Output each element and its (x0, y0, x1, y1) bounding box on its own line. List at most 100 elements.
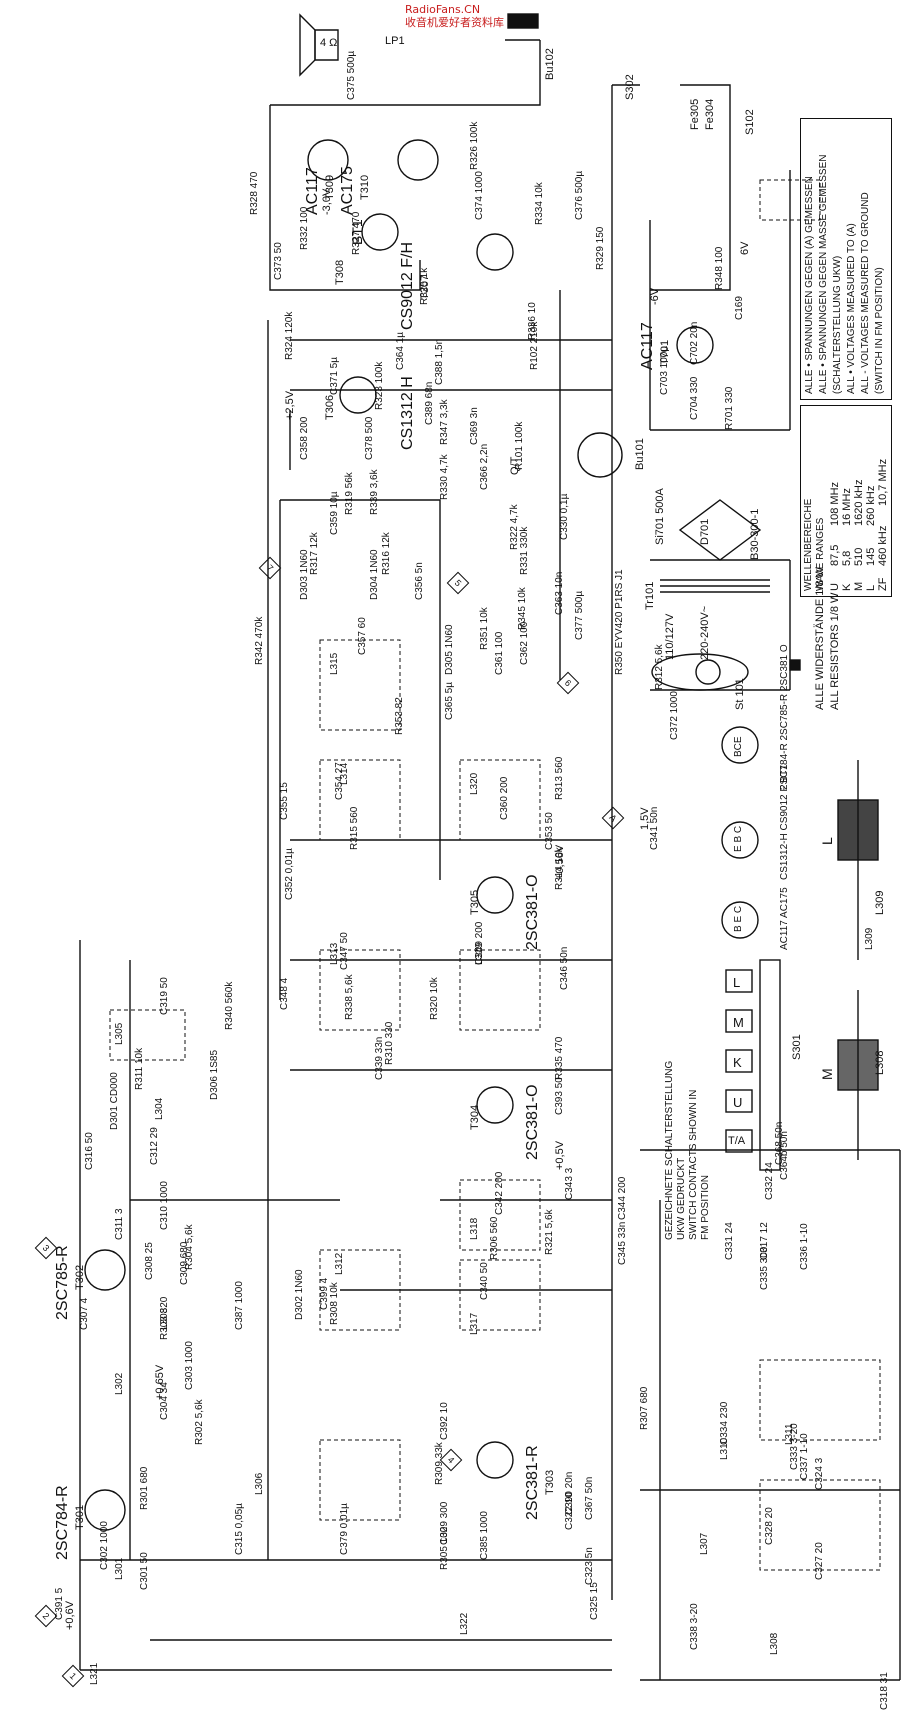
part-label-c307: C307 4 (79, 1297, 90, 1330)
part-label-r334: R334 10k (534, 182, 545, 225)
part-label-r331: R331 330k (519, 526, 530, 575)
part-label-c393: C393 50 (554, 1077, 565, 1115)
coil-label-l306: L306 (254, 1472, 265, 1495)
t307-symbol (476, 233, 514, 271)
part-label-r330: R330 4,7k (439, 454, 450, 500)
part-label-c344: C344 200 (617, 1176, 628, 1220)
part-label-r327: R327 470 (351, 211, 362, 255)
part-label-c312: C312 29 (149, 1127, 160, 1165)
part-label-r315: R315 560 (349, 806, 360, 850)
part-label-r314: R314 10k (554, 847, 565, 890)
key-u[interactable]: U (733, 1095, 743, 1110)
coil-label-l322: L322 (459, 1612, 470, 1635)
t310-symbol (397, 139, 439, 181)
t303-type: 2SC381-R (524, 1445, 541, 1520)
wave-row-m-band: M (853, 581, 865, 591)
part-label-c342: C342 200 (494, 1171, 505, 1215)
part-label-c374: C374 1000 (474, 171, 485, 220)
part-label-r308: R308 10k (329, 1282, 340, 1325)
wave-row-u-hi: 108 MHz (829, 481, 841, 526)
key-m[interactable]: M (733, 1015, 744, 1030)
part-label-c309: C309 680 (179, 1241, 190, 1285)
part-label-d301: D301 CD000 (109, 1072, 120, 1130)
pins-3-types: AC117 AC175 (779, 887, 790, 950)
part-label-c359: C359 10µ (329, 491, 340, 535)
t305-symbol (476, 876, 514, 914)
t309-symbol (307, 139, 349, 181)
part-label-r338: R338 5,6k (344, 974, 355, 1020)
switch-note-en1: SWITCH CONTACTS SHOWN IN (688, 1089, 699, 1240)
key-l[interactable]: L (733, 975, 741, 990)
t303-ref: T303 (544, 1469, 556, 1495)
part-label-r325: R325 1k (419, 267, 430, 305)
coil-label-l307: L307 (699, 1532, 710, 1555)
note-en3: (SWITCH IN FM POSITION) (874, 267, 885, 394)
part-label-r316: R316 12k (381, 532, 392, 575)
part-label-r311: R311 10k (134, 1047, 145, 1090)
part-label-c371: C371 5µ (329, 356, 340, 395)
pin-diagrams (721, 726, 759, 939)
watermark-cn: 收音机爱好者资料库 (405, 15, 504, 29)
key-k[interactable]: K (733, 1055, 742, 1070)
voltage-minus6: -6V (649, 287, 661, 305)
switch-note-de2: UKW GEDRUCKT (676, 1157, 687, 1240)
part-label-c378: C378 500 (364, 416, 375, 460)
part-label-c360: C360 200 (499, 776, 510, 820)
part-label-c318: C318 31 (879, 1672, 890, 1710)
part-label-c345: C345 33n (617, 1221, 628, 1265)
part-label-r317: R317 12k (309, 532, 320, 575)
t306-type: CS1312 H (399, 376, 416, 450)
part-label-c169: C169 (734, 296, 745, 320)
transistor-symbols (84, 139, 714, 1531)
t310-type: AC175 (339, 166, 356, 215)
part-label-c325: C325 15 (589, 1582, 600, 1620)
part-label-c335: C335 300 (759, 1246, 770, 1290)
part-label-r319: R319 56k (344, 472, 355, 515)
wave-row-k-band: K (841, 583, 853, 591)
part-label-c336: C336 1-10 (799, 1223, 810, 1270)
t304-type: 2SC381-O (524, 1084, 541, 1160)
part-label-c308: C308 25 (144, 1242, 155, 1280)
part-label-r329: R329 150 (595, 226, 606, 270)
jack-bu102: Bu102 (544, 48, 556, 80)
part-label-c365: C365 5µ (444, 681, 455, 720)
rect-type: B30-300-1 (749, 508, 761, 560)
pins-2-types: CS1312-H CS9012 F BT1 (779, 764, 790, 880)
part-label-c702: C702 20n (689, 321, 700, 365)
part-label-c385: C385 1000 (479, 1511, 490, 1560)
part-label-c324: C324 3 (814, 1457, 825, 1490)
part-label-r302: R302 5,6k (194, 1399, 205, 1445)
part-label-c387: C387 1000 (234, 1281, 245, 1330)
part-label-c366: C366 2,2n (479, 443, 490, 490)
part-label-c353: C353 50 (544, 812, 555, 850)
t303-symbol (476, 1441, 514, 1479)
switch-s302: S302 (624, 74, 636, 100)
part-label-r306: R306 560 (489, 1216, 500, 1260)
part-label-c389: C389 68n (424, 381, 435, 425)
speaker-ref: LP1 (385, 35, 405, 47)
part-label-c352: C352 0,01µ (284, 848, 295, 900)
t701-type: AC117 (639, 322, 656, 370)
note-de2: ALLE • SPANNUNGEN GEGEN MASSE GEMESSEN (818, 154, 829, 395)
wave-title-de: WELLENBEREICHE (803, 498, 814, 591)
part-label-c332: C332 24 (764, 1162, 775, 1200)
selector-st101: St 101 (734, 678, 746, 710)
wiring (79, 39, 901, 1681)
part-label-c372: C372 1000 (669, 691, 680, 740)
part-label-r353: R353 82 (394, 697, 405, 735)
t301-type: 2SC784-R (54, 1485, 71, 1560)
part-label-c329: C329 300 (439, 1501, 450, 1545)
part-label-r324: R324 120k (284, 311, 295, 360)
part-label-c302: C302 1000 (99, 1521, 110, 1570)
part-label-r310: R310 330 (384, 1021, 395, 1065)
part-label-c376: C376 500µ (574, 170, 585, 220)
key-ta[interactable]: T/A (728, 1135, 746, 1147)
part-label-c361: C361 100 (494, 631, 505, 675)
t308-symbol (361, 213, 399, 251)
part-label-c392: C392 10 (439, 1402, 450, 1440)
wave-row-k-lo: 5,8 (841, 550, 853, 566)
part-label-c375: C375 500µ (346, 50, 357, 100)
transformer (660, 579, 770, 593)
wave-row-zf-lo: 460 kHz (877, 525, 889, 566)
